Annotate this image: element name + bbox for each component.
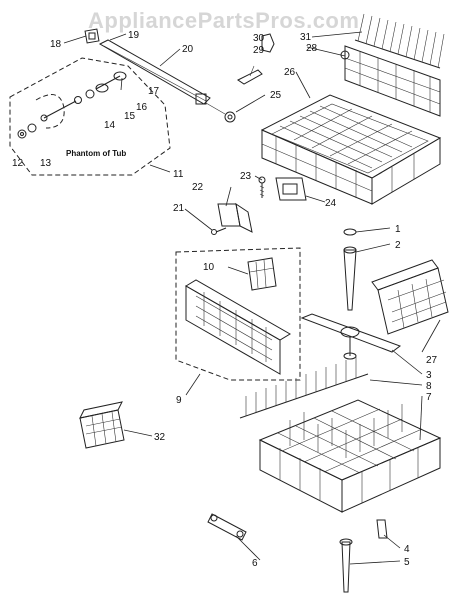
callout-5: 5 xyxy=(404,557,410,568)
tub-phantom-outline xyxy=(9,57,171,176)
callout-21: 21 xyxy=(173,203,185,214)
watermark-text: AppliancePartsPros.com xyxy=(88,8,360,33)
screw-part xyxy=(211,176,266,235)
silverware-basket-part xyxy=(371,259,449,335)
cup-shelf-part xyxy=(340,45,441,117)
callout-11: 11 xyxy=(173,169,184,180)
spray-tube-part xyxy=(343,228,357,311)
rack-adjuster-part xyxy=(217,177,307,233)
phantom-of-tub-label: Phantom of Tub xyxy=(66,149,126,158)
callout-20: 20 xyxy=(182,44,194,55)
callout-12: 12 xyxy=(12,158,24,169)
callout-18: 18 xyxy=(50,39,62,50)
callout-9: 9 xyxy=(176,395,182,406)
basket-lid-part xyxy=(247,257,277,291)
lower-rack-part xyxy=(258,399,442,513)
callout-8: 8 xyxy=(426,381,432,392)
basket-assembly-box xyxy=(175,247,301,381)
callout-17: 17 xyxy=(148,86,160,97)
basket-part xyxy=(185,279,291,375)
callout-10: 10 xyxy=(203,262,215,273)
callout-28: 28 xyxy=(306,43,318,54)
callout-2: 2 xyxy=(395,240,401,251)
callout-32: 32 xyxy=(154,432,166,443)
callout-26: 26 xyxy=(284,67,296,78)
rail-stop-part xyxy=(195,93,236,123)
rail-end-cap-part xyxy=(84,28,100,44)
tine-row-part xyxy=(354,13,445,69)
callout-22: 22 xyxy=(192,182,204,193)
callout-31: 31 xyxy=(300,32,312,43)
callout-14: 14 xyxy=(104,120,116,131)
callout-1: 1 xyxy=(395,224,401,235)
upper-rack-part xyxy=(260,94,442,205)
callout-23: 23 xyxy=(240,171,252,182)
wheel-assembly-part xyxy=(17,71,127,139)
callout-19: 19 xyxy=(128,30,140,41)
callout-30: 30 xyxy=(253,33,265,44)
spray-arm-part xyxy=(300,313,402,360)
callout-24: 24 xyxy=(325,198,337,209)
callout-29: 29 xyxy=(253,45,265,56)
callout-4: 4 xyxy=(404,544,410,555)
callout-13: 13 xyxy=(40,158,52,169)
leader-lines xyxy=(63,31,441,565)
lower-tine-row-part xyxy=(239,357,369,419)
cutlery-basket-part xyxy=(79,401,125,449)
callout-3: 3 xyxy=(426,370,432,381)
upper-rack-rail-part xyxy=(98,39,211,105)
callout-25: 25 xyxy=(270,90,282,101)
rack-clip-part xyxy=(237,33,275,85)
callout-7: 7 xyxy=(426,392,432,403)
callout-labels: 1 2 3 4 5 6 7 8 9 10 11 12 13 14 15 16 1… xyxy=(12,30,438,569)
callout-27: 27 xyxy=(426,355,438,366)
callout-16: 16 xyxy=(136,102,148,113)
lower-spray-part xyxy=(207,513,388,593)
callout-15: 15 xyxy=(124,111,136,122)
callout-6: 6 xyxy=(252,558,258,569)
